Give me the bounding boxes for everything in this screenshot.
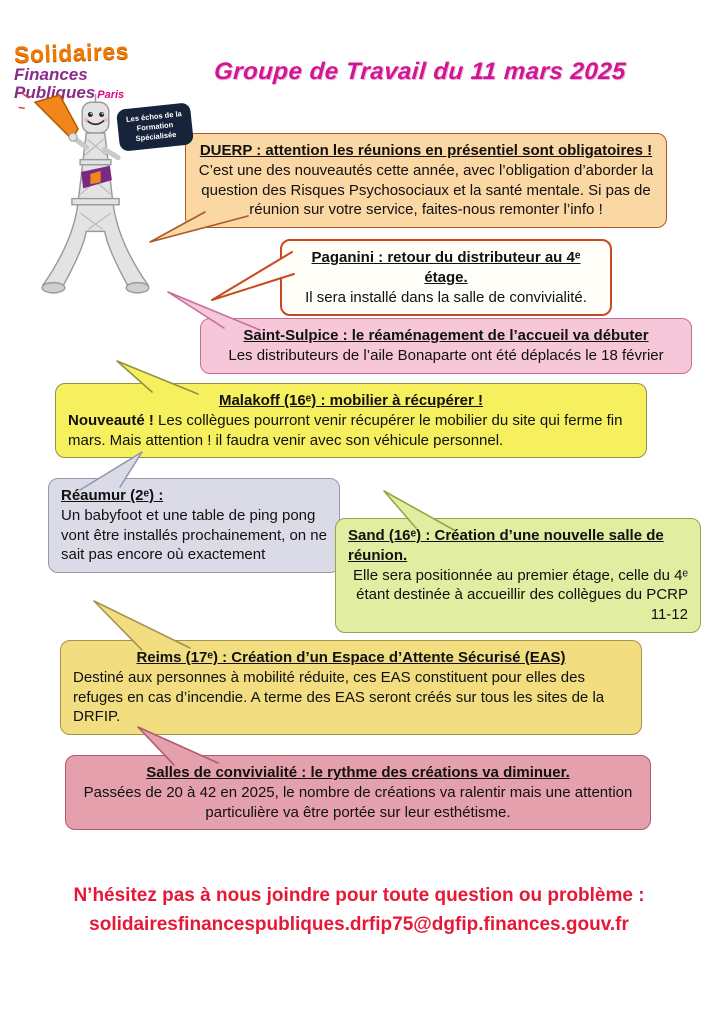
bubble-convivialite-body: Passées de 20 à 42 en 2025, le nombre de… xyxy=(83,783,633,821)
bubble-reaumur-title: Réaumur (2ᵉ) : xyxy=(61,487,164,504)
bubble-paganini-body: Il sera installé dans la salle de conviv… xyxy=(305,288,587,306)
megaphone-icon xyxy=(18,92,79,141)
bubble-duerp-body: C’est une des nouveautés cette année, av… xyxy=(198,161,654,219)
bubble-convivialite-title: Salles de convivialité : le rythme des c… xyxy=(146,764,570,781)
bubble-paganini: Paganini : retour du distributeur au 4ᵉ … xyxy=(280,239,612,317)
mascot-face xyxy=(84,112,108,126)
eiffel-tower-mascot xyxy=(18,92,150,294)
bubble-reims-body: Destiné aux personnes à mobilité réduite… xyxy=(73,668,605,726)
formation-badge: Les échos de la Formation Spécialisée xyxy=(115,102,195,153)
logo-solidaires: Solidaires xyxy=(13,37,130,68)
mascot-hand xyxy=(68,132,78,142)
bubble-sand: Sand (16ᵉ) : Création d’une nouvelle sal… xyxy=(335,518,701,633)
bubble-malakoff-lead: Nouveauté ! xyxy=(68,411,154,429)
bubble-malakoff: Malakoff (16ᵉ) : mobilier à récupérer ! … xyxy=(55,383,647,459)
bubble-reaumur-body: Un babyfoot et une table de ping pong vo… xyxy=(61,506,327,564)
bubble-sand-title: Sand (16ᵉ) : Création d’une nouvelle sal… xyxy=(348,527,664,564)
page-title: Groupe de Travail du 11 mars 2025 xyxy=(213,58,627,85)
bubble-malakoff-body: Nouveauté ! Les collègues pourront venir… xyxy=(68,411,634,451)
bubble-saint-sulpice: Saint-Sulpice : le réaménagement de l’ac… xyxy=(200,318,692,374)
contact-email: solidairesfinancespubliques.drfip75@dgfi… xyxy=(89,913,629,935)
bubble-saint-sulpice-title: Saint-Sulpice : le réaménagement de l’ac… xyxy=(243,327,649,344)
footer-contact: N’hésitez pas à nous joindre pour toute … xyxy=(0,882,718,939)
logo-finances: Finances xyxy=(14,65,88,85)
bubble-reims: Reims (17ᵉ) : Création d’un Espace d’Att… xyxy=(60,640,642,736)
bubble-reaumur: Réaumur (2ᵉ) : Un babyfoot et une table … xyxy=(48,478,340,574)
footer-line1: N’hésitez pas à nous joindre pour toute … xyxy=(73,885,645,906)
bubble-duerp: DUERP : attention les réunions en présen… xyxy=(185,133,667,229)
logo-publiques-text: Publiques xyxy=(14,82,96,102)
bubble-malakoff-text: Les collègues pourront venir récupérer l… xyxy=(68,411,623,449)
bubble-duerp-title: DUERP : attention les réunions en présen… xyxy=(199,142,653,159)
logo-paris-text: Paris xyxy=(97,88,125,101)
bubble-sand-body: Elle sera positionnée au premier étage, … xyxy=(353,566,688,624)
bubble-paganini-title: Paganini : retour du distributeur au 4ᵉ … xyxy=(311,249,581,286)
bubble-saint-sulpice-body: Les distributeurs de l’aile Bonaparte on… xyxy=(228,346,664,364)
bubble-convivialite: Salles de convivialité : le rythme des c… xyxy=(65,755,651,831)
bubble-reims-title: Reims (17ᵉ) : Création d’un Espace d’Att… xyxy=(136,649,566,666)
bubble-malakoff-title: Malakoff (16ᵉ) : mobilier à récupérer ! xyxy=(218,392,484,409)
mascot-sash xyxy=(81,165,112,189)
